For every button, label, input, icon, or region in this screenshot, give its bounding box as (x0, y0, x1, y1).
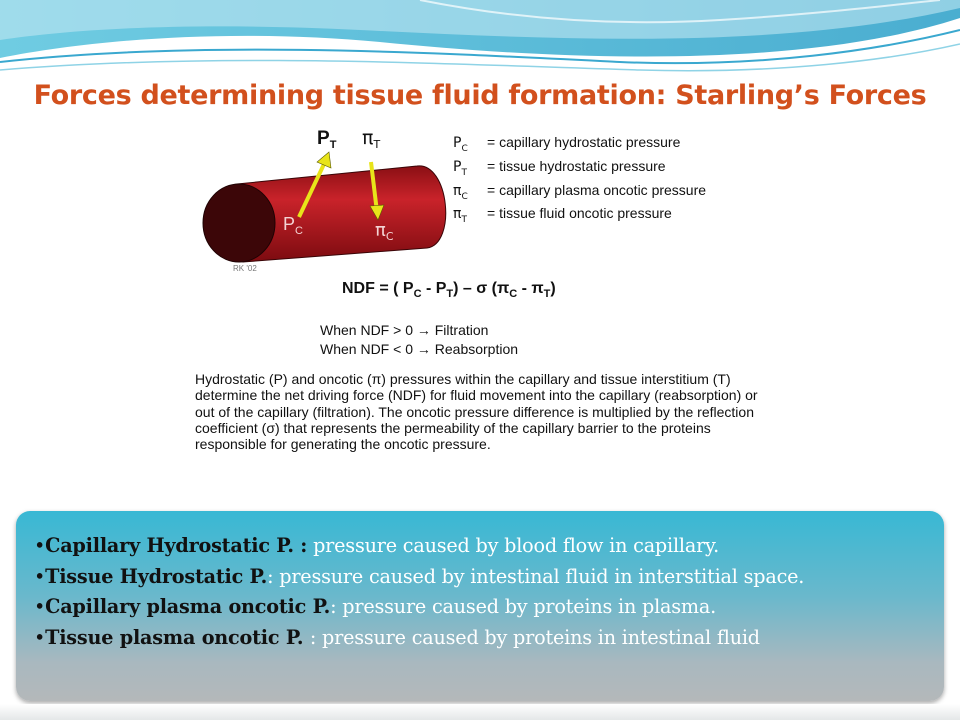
pc-arrow-head (316, 151, 332, 169)
pc-vessel-label: PC (283, 214, 303, 237)
legend-item: PT= tissue hydrostatic pressure (453, 158, 706, 182)
starling-figure: PT πT PC πC RK '02 PC= capillary hydrost… (187, 122, 779, 506)
legend-symbol: πT (453, 206, 467, 226)
pc-arrow (297, 161, 327, 218)
pic-arrow (369, 161, 379, 213)
header-waves (0, 0, 960, 72)
pic-vessel-label: πC (375, 220, 394, 243)
legend-symbol: πC (453, 182, 468, 202)
legend-symbol: PT (453, 158, 467, 178)
slide-title: Forces determining tissue fluid formatio… (33, 80, 927, 111)
ndf-equation: NDF = ( PC - PT) – σ (πC - πT) (342, 280, 556, 301)
condition-reabsorption: When NDF < 0 → Reabsorption (320, 341, 519, 357)
capillary-lumen (202, 183, 276, 263)
legend-item: πT= tissue fluid oncotic pressure (453, 205, 706, 229)
list-item: •Tissue Hydrostatic P.: pressure caused … (34, 564, 805, 588)
symbol-legend: PC= capillary hydrostatic pressure PT= t… (453, 134, 706, 229)
pit-top-label: πT (362, 127, 380, 151)
capillary-tube (236, 165, 447, 263)
footer-strip (0, 704, 960, 720)
ndf-conditions: When NDF > 0 → Filtration When NDF < 0 →… (320, 321, 518, 359)
pt-top-label: PT (317, 128, 337, 151)
figure-caption: Hydrostatic (P) and oncotic (π) pressure… (195, 371, 758, 453)
credit-label: RK '02 (233, 264, 257, 273)
condition-filtration: When NDF > 0 → Filtration (320, 322, 489, 338)
legend-symbol: PC (453, 135, 468, 154)
definitions-box: •Capillary Hydrostatic P. : pressure cau… (16, 511, 944, 701)
pic-arrow-head (369, 204, 385, 221)
list-item: •Capillary plasma oncotic P.: pressure c… (34, 595, 717, 618)
definitions-list: •Capillary Hydrostatic P. : pressure cau… (16, 511, 944, 653)
list-item: •Capillary Hydrostatic P. : pressure cau… (34, 534, 720, 557)
list-item: •Tissue plasma oncotic P. : pressure cau… (34, 625, 760, 649)
legend-item: PC= capillary hydrostatic pressure (453, 134, 706, 158)
capillary-diagram: PT πT PC πC RK '02 (202, 127, 447, 273)
legend-item: πC= capillary plasma oncotic pressure (453, 182, 706, 206)
